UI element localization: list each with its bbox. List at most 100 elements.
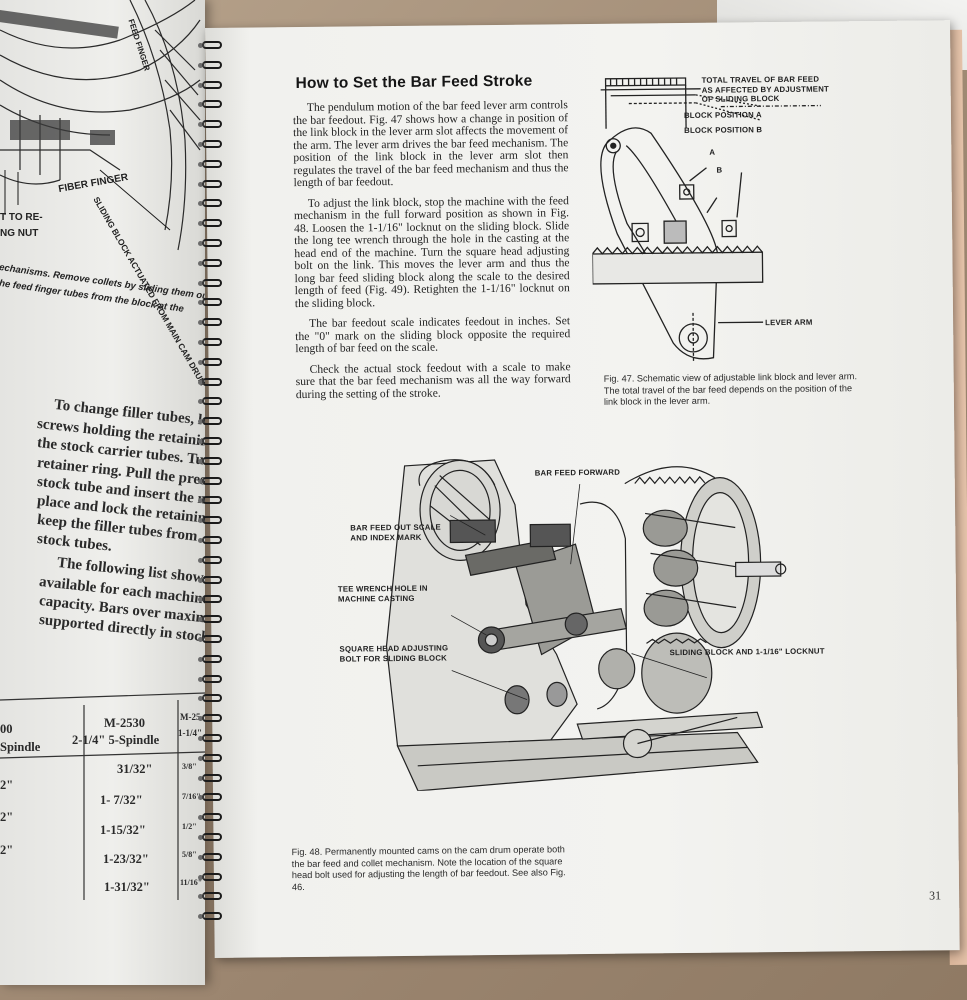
fig48-bar-feed-forward-label: BAR FEED FORWARD	[534, 467, 621, 478]
coil-hole	[198, 914, 203, 920]
coil-hole	[198, 736, 203, 741]
fig48-sliding-block-label: SLIDING BLOCK AND 1-1/16" LOCKNUT	[669, 646, 825, 658]
spiral-coil	[196, 357, 224, 368]
coil-loop	[202, 555, 222, 564]
spiral-coil	[196, 594, 224, 605]
paragraph-4: Check the actual stock feedout with a sc…	[295, 359, 571, 401]
coil-hole	[198, 498, 203, 504]
ng-nut-label: NG NUT	[0, 228, 39, 239]
coil-hole	[198, 835, 203, 840]
spiral-coil	[196, 396, 224, 407]
coil-loop	[202, 140, 222, 148]
spiral-coil	[196, 416, 224, 427]
coil-loop	[202, 793, 222, 802]
fig47-schematic	[591, 77, 821, 363]
spiral-coil	[196, 60, 224, 71]
fig47-label-a: A	[709, 147, 716, 157]
spiral-coil	[196, 535, 224, 546]
coil-hole	[198, 439, 203, 444]
spiral-coil	[196, 911, 224, 922]
spiral-coil	[196, 614, 224, 625]
spiral-coil	[196, 238, 224, 249]
spiral-coil	[196, 634, 224, 645]
col2-value: 1-31/32"	[104, 880, 150, 894]
spiral-coil	[196, 119, 224, 130]
coil-loop	[202, 813, 222, 822]
coil-loop	[202, 615, 222, 624]
coil-hole	[198, 122, 203, 128]
coil-loop	[202, 179, 222, 188]
body-text: The pendulum motion of the bar feed leve…	[293, 98, 571, 409]
coil-hole	[198, 617, 203, 623]
spiral-coil	[196, 575, 224, 586]
spiral-coil	[196, 674, 224, 685]
spiral-coil	[196, 792, 224, 803]
col2-value: 31/32"	[117, 762, 153, 776]
coil-hole	[198, 181, 203, 187]
coil-hole	[198, 854, 203, 860]
coil-hole	[198, 696, 203, 702]
coil-loop	[202, 219, 222, 228]
coil-hole	[198, 755, 203, 761]
coil-loop	[202, 199, 222, 208]
left-page: FIBER FINGER T TO RE- NG NUT SLIDING BLO…	[0, 0, 205, 985]
coil-hole	[198, 82, 203, 88]
coil-loop	[202, 674, 222, 683]
col1-value: 2"	[0, 778, 14, 792]
coil-hole	[198, 62, 203, 68]
coil-loop	[202, 476, 222, 485]
spiral-coil	[196, 198, 224, 209]
coil-loop	[202, 536, 222, 544]
coil-hole	[198, 815, 203, 821]
spiral-coil	[196, 555, 224, 566]
fig48-caption: Fig. 48. Permanently mounted cams on the…	[291, 844, 566, 892]
spiral-coil	[196, 733, 224, 744]
col3-header-line1: M-25	[180, 712, 201, 722]
coil-loop	[202, 496, 222, 505]
spiral-coil	[196, 218, 224, 229]
t-to-re-label: T TO RE-	[0, 212, 43, 223]
coil-loop	[202, 278, 222, 287]
coil-loop	[202, 456, 222, 465]
coil-loop	[202, 397, 222, 406]
coil-loop	[202, 338, 222, 346]
coil-loop	[202, 60, 222, 69]
coil-loop	[202, 120, 222, 129]
coil-loop	[202, 100, 222, 109]
coil-loop	[202, 258, 222, 267]
fig47-block-position-a-label: BLOCK POSITION A	[683, 110, 762, 120]
col2-value: 1- 7/32"	[100, 793, 143, 807]
spiral-coil	[196, 515, 224, 526]
coil-loop	[202, 575, 222, 584]
coil-hole	[198, 241, 203, 246]
spiral-coil	[196, 317, 224, 328]
spiral-coil	[196, 495, 224, 506]
coil-loop	[202, 417, 222, 426]
col3-value: 3/8"	[182, 762, 197, 771]
page-number: 31	[929, 888, 942, 903]
spiral-coil	[196, 159, 224, 170]
coil-hole	[198, 102, 203, 108]
spiral-coil	[196, 278, 224, 289]
spiral-coil	[196, 773, 224, 784]
coil-hole	[198, 478, 203, 484]
coil-hole	[198, 894, 203, 900]
spiral-coil	[196, 693, 224, 704]
fig47-label-b: B	[716, 165, 723, 175]
coil-hole	[198, 201, 203, 207]
coil-hole	[198, 280, 203, 286]
fig48-machine-illustration	[385, 459, 787, 792]
col2-value: 1-23/32"	[103, 852, 149, 866]
col1-value: 2"	[0, 843, 14, 857]
col3-value: 5/8"	[182, 850, 197, 859]
coil-hole	[198, 419, 203, 425]
coil-loop	[202, 773, 222, 782]
spiral-coil	[196, 337, 224, 348]
col3-header-line2: 1-1/4"	[178, 728, 202, 738]
coil-loop	[202, 516, 222, 525]
fig48-scale-label: BAR FEED OUT SCALE AND INDEX MARK	[350, 522, 441, 543]
left-page-illustration	[0, 0, 205, 900]
coil-hole	[198, 43, 203, 48]
col1-header-line1: 00	[0, 722, 13, 736]
coil-loop	[202, 41, 222, 49]
